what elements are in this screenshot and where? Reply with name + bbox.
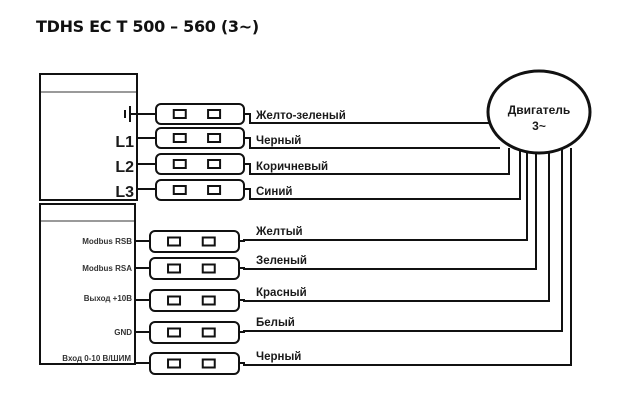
terminal-block-L1 <box>155 127 245 149</box>
terminal-screw <box>172 133 187 143</box>
terminal-screw <box>201 358 216 369</box>
wire-label-ground: Желто-зеленый <box>255 110 346 122</box>
wire-gnd <box>239 148 563 333</box>
wire-label-modbus-rsb: Желтый <box>255 226 303 238</box>
terminal-screw <box>201 295 216 306</box>
wire-L3 <box>244 146 521 200</box>
terminal-block-output-10v <box>149 289 240 312</box>
wire-modbus-rsa <box>239 148 537 270</box>
motor-phase-label: 3~ <box>532 119 546 133</box>
terminal-block-modbus-rsa <box>149 257 240 280</box>
terminal-screw <box>172 185 187 195</box>
terminal-screw <box>167 358 182 369</box>
wire-label-input-0-10v: Черный <box>256 351 301 363</box>
terminal-screw <box>172 109 187 119</box>
terminal-screw <box>172 159 187 169</box>
terminal-screw <box>167 327 182 338</box>
wire-label-L2: Коричневый <box>256 161 328 173</box>
terminal-screw <box>207 109 222 119</box>
motor: Двигатель 3~ <box>486 69 592 155</box>
motor-label: Двигатель <box>508 103 571 117</box>
port-label-modbus-rsb: Modbus RSB <box>82 237 132 246</box>
port-label-input-0-10v: Вход 0-10 В/ШИМ <box>62 354 131 363</box>
wire-label-L3: Синий <box>256 186 292 198</box>
terminal-screw <box>201 236 216 247</box>
terminal-screw <box>167 295 182 306</box>
terminal-screw <box>207 133 222 143</box>
terminal-screw <box>207 159 222 169</box>
control-unit-box <box>39 203 136 365</box>
wires <box>135 113 572 366</box>
terminal-label-L1: L1 <box>115 134 134 151</box>
wire-ground <box>244 113 490 124</box>
terminal-screw <box>207 185 222 195</box>
terminal-block-ground <box>155 103 245 125</box>
wire-output-10v <box>239 148 550 302</box>
diagram-title: TDHS EC T 500 – 560 (3~) <box>36 17 259 36</box>
wire-input-0-10v <box>239 148 572 366</box>
wire-labels: Желто-зеленыйЧерныйКоричневыйСинийЖелтый… <box>255 110 346 363</box>
port-label-output-10v: Выход +10В <box>84 294 133 303</box>
terminal-screw <box>167 236 182 247</box>
terminal-block-L2 <box>155 153 245 175</box>
terminal-block-input-0-10v <box>149 352 240 375</box>
terminal-block-gnd <box>149 321 240 344</box>
wire-L1 <box>244 137 500 149</box>
terminal-block-modbus-rsb <box>149 230 240 253</box>
wire-label-output-10v: Красный <box>256 287 307 299</box>
terminal-blocks <box>149 103 245 375</box>
wire-label-gnd: Белый <box>256 317 295 329</box>
port-label-modbus-rsa: Modbus RSA <box>82 264 132 273</box>
terminal-block-L3 <box>155 179 245 201</box>
wire-label-L1: Черный <box>256 135 301 147</box>
terminal-label-L3: L3 <box>115 184 134 201</box>
port-label-gnd: GND <box>114 328 132 337</box>
terminal-screw <box>167 263 182 274</box>
wire-L2 <box>244 148 510 175</box>
terminal-screw <box>201 327 216 338</box>
terminal-label-L2: L2 <box>115 159 134 176</box>
wire-modbus-rsb <box>239 148 528 242</box>
terminal-screw <box>201 263 216 274</box>
wire-label-modbus-rsa: Зеленый <box>256 255 307 267</box>
